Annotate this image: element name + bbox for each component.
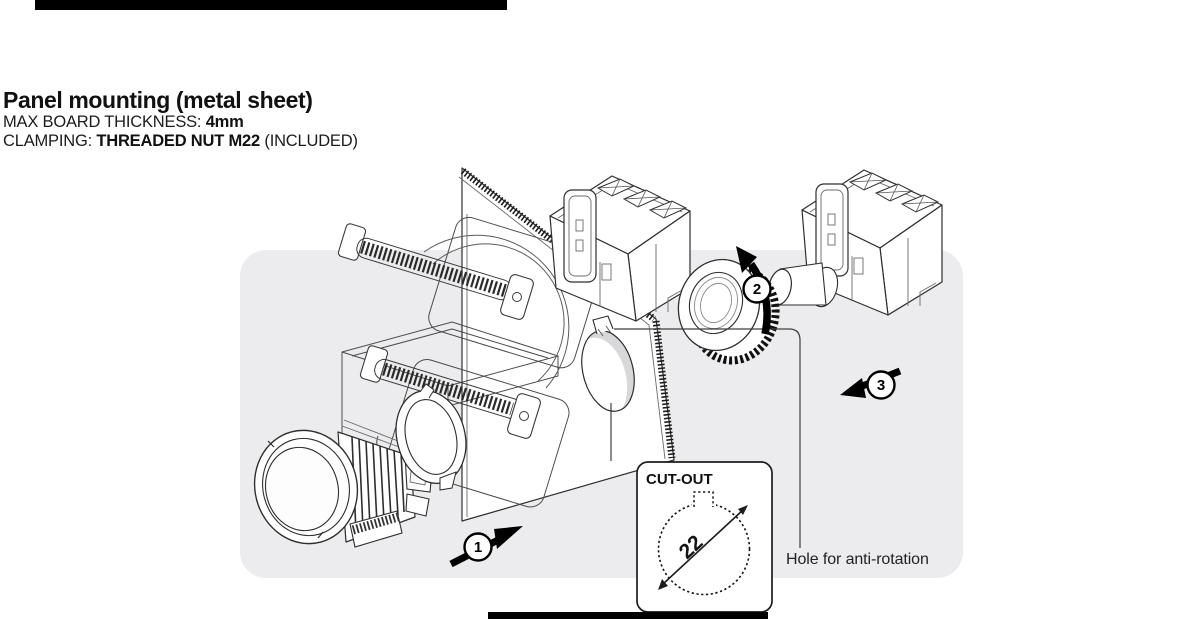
cutout-notch (693, 491, 714, 507)
plunger (768, 262, 839, 308)
spec-clamping: CLAMPING: THREADED NUT M22 (INCLUDED) (3, 132, 358, 151)
step-2-marker: 2 (736, 246, 772, 335)
cutout-detail-box: CUT-OUT 22 (636, 461, 773, 613)
spec-board-thickness: MAX BOARD THICKNESS: 4mm (3, 113, 358, 132)
spec-clamping-value: THREADED NUT M22 (96, 131, 261, 150)
spec-board-thickness-value: 4mm (205, 113, 244, 131)
anti-rotation-ring (395, 383, 467, 491)
diameter-arrow (658, 505, 748, 590)
spec-board-thickness-label: MAX BOARD THICKNESS: (3, 113, 206, 131)
cutout-circle (657, 502, 751, 596)
step-3-marker: 3 (840, 367, 902, 400)
spring-rail-lower (359, 345, 541, 439)
svg-text:3: 3 (877, 377, 885, 394)
heading-block: Panel mounting (metal sheet) MAX BOARD T… (3, 87, 358, 150)
mounting-hole (574, 315, 635, 417)
contact-block-2 (768, 169, 943, 316)
step-1-marker: 1 (449, 526, 523, 568)
spring-rail-upper (337, 223, 534, 320)
hole-annotation: Hole for anti-rotation (786, 551, 929, 568)
cutout-title: CUT-OUT (646, 471, 713, 488)
svg-text:1: 1 (474, 539, 482, 556)
sheet-top-hatched-edge (460, 168, 657, 322)
threaded-nut (677, 258, 780, 365)
spec-clamping-label: CLAMPING: (3, 131, 97, 150)
actuator-button (253, 419, 434, 548)
leader-to-hole-label (614, 328, 801, 548)
page-title: Panel mounting (metal sheet) (3, 87, 313, 113)
svg-text:2: 2 (753, 281, 761, 298)
bottom-crop-bar (488, 612, 768, 619)
spec-clamping-suffix: (INCLUDED) (260, 131, 358, 150)
top-crop-bar (35, 0, 507, 10)
sheet-right-hatched-edge (652, 320, 676, 459)
leader-lines (610, 328, 801, 548)
